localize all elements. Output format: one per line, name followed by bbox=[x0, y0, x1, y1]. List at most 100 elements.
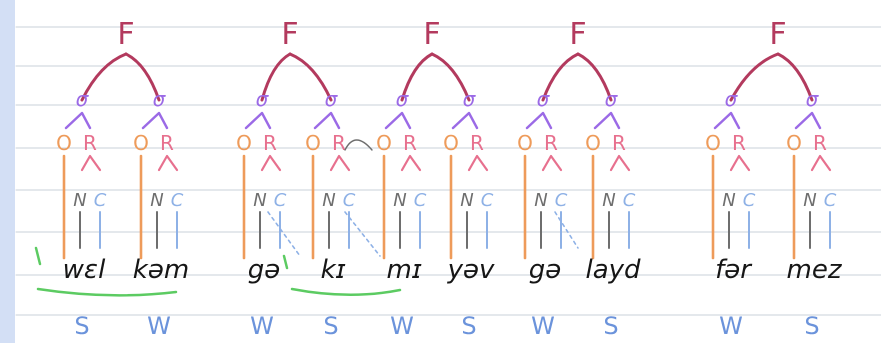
coda-node-label: C bbox=[274, 190, 287, 211]
coda-node-label: C bbox=[623, 190, 636, 211]
foot-node-label: F bbox=[281, 17, 298, 52]
nucleus-node-label: N bbox=[803, 190, 816, 211]
stress-mark: S bbox=[603, 312, 618, 340]
highlight-tick bbox=[34, 246, 42, 266]
rime-node-label: R bbox=[732, 131, 746, 155]
foot-node-label: F bbox=[117, 17, 134, 52]
stress-mark: S bbox=[74, 312, 89, 340]
syllable-node-label: σ bbox=[463, 87, 477, 111]
foot-branch bbox=[400, 52, 434, 102]
syllable-branch bbox=[593, 111, 621, 130]
onset-node-label: O bbox=[133, 131, 149, 155]
rime-branch bbox=[467, 154, 489, 172]
rime-node-label: R bbox=[83, 131, 97, 155]
stress-mark: W bbox=[390, 312, 414, 340]
syllable-transcription: wɛl bbox=[63, 255, 106, 285]
syllable-branch bbox=[713, 111, 741, 130]
syllable-node-label: σ bbox=[725, 87, 739, 111]
syllable-transcription: mez bbox=[787, 255, 843, 285]
highlight-underline bbox=[290, 287, 402, 297]
nucleus-node-label: N bbox=[73, 190, 86, 211]
nucleus-node-label: N bbox=[393, 190, 406, 211]
onset-node-label: O bbox=[376, 131, 392, 155]
syllable-branch bbox=[384, 111, 412, 130]
foot-node-label: F bbox=[423, 17, 440, 52]
onset-node-label: O bbox=[705, 131, 721, 155]
onset-node-label: O bbox=[305, 131, 321, 155]
stress-mark: W bbox=[719, 312, 743, 340]
coda-node-label: C bbox=[343, 190, 356, 211]
syllable-node-label: σ bbox=[76, 87, 90, 111]
coda-node-label: C bbox=[94, 190, 107, 211]
resyllabification-dash bbox=[344, 211, 381, 257]
foot-branch bbox=[776, 52, 814, 102]
rime-node-label: R bbox=[332, 131, 346, 155]
syllable-node-label: σ bbox=[537, 87, 551, 111]
nucleus-node-label: N bbox=[534, 190, 547, 211]
stress-mark: W bbox=[531, 312, 555, 340]
stress-mark: S bbox=[461, 312, 476, 340]
rime-node-label: R bbox=[160, 131, 174, 155]
onset-node-label: O bbox=[786, 131, 802, 155]
rime-branch bbox=[541, 154, 563, 172]
stress-mark: W bbox=[250, 312, 274, 340]
nucleus-node-label: N bbox=[460, 190, 473, 211]
rime-node-label: R bbox=[612, 131, 626, 155]
syllable-branch bbox=[244, 111, 272, 130]
syllable-node-label: σ bbox=[153, 87, 167, 111]
syllable-branch bbox=[64, 111, 92, 130]
coda-node-label: C bbox=[743, 190, 756, 211]
rime-node-label: R bbox=[470, 131, 484, 155]
rime-branch bbox=[729, 154, 751, 172]
resyllabification-dash bbox=[554, 211, 579, 249]
rime-node-label: R bbox=[263, 131, 277, 155]
foot-branch bbox=[260, 52, 292, 102]
highlight-underline bbox=[36, 287, 178, 297]
nucleus-node-label: N bbox=[722, 190, 735, 211]
onset-node-label: O bbox=[585, 131, 601, 155]
page-margin-strip bbox=[0, 0, 15, 343]
syllable-branch bbox=[451, 111, 479, 130]
stress-mark: W bbox=[147, 312, 171, 340]
rime-node-label: R bbox=[544, 131, 558, 155]
onset-node-label: O bbox=[517, 131, 533, 155]
syllable-transcription: gə bbox=[248, 255, 281, 285]
coda-node-label: C bbox=[414, 190, 427, 211]
rime-branch bbox=[329, 154, 351, 172]
syllable-transcription: yəv bbox=[447, 255, 495, 285]
foot-branch bbox=[124, 52, 161, 102]
foot-branch bbox=[80, 52, 128, 102]
coda-node-label: C bbox=[555, 190, 568, 211]
coda-node-label: C bbox=[481, 190, 494, 211]
syllable-branch bbox=[525, 111, 553, 130]
rime-branch bbox=[810, 154, 832, 172]
syllable-node-label: σ bbox=[256, 87, 270, 111]
coda-node-label: C bbox=[171, 190, 184, 211]
syllable-transcription: mɪ bbox=[387, 255, 422, 285]
syllable-node-label: σ bbox=[806, 87, 820, 111]
foot-branch bbox=[430, 52, 471, 102]
syllable-transcription: kɪ bbox=[321, 255, 346, 285]
foot-branch bbox=[576, 52, 613, 102]
foot-branch bbox=[288, 52, 333, 102]
syllable-node-label: σ bbox=[325, 87, 339, 111]
foot-branch bbox=[729, 52, 780, 102]
rime-branch bbox=[157, 154, 179, 172]
foot-node-label: F bbox=[569, 17, 586, 52]
syllable-branch bbox=[141, 111, 169, 130]
syllable-node-label: σ bbox=[605, 87, 619, 111]
onset-node-label: O bbox=[236, 131, 252, 155]
coda-node-label: C bbox=[824, 190, 837, 211]
foot-branch bbox=[541, 52, 580, 102]
stress-mark: S bbox=[323, 312, 338, 340]
stress-mark: S bbox=[804, 312, 819, 340]
syllable-transcription: gə bbox=[529, 255, 562, 285]
syllable-transcription: kəm bbox=[133, 255, 189, 285]
nucleus-node-label: N bbox=[322, 190, 335, 211]
rime-branch bbox=[260, 154, 282, 172]
rime-node-label: R bbox=[813, 131, 827, 155]
rime-node-label: R bbox=[403, 131, 417, 155]
syllable-branch bbox=[313, 111, 341, 130]
